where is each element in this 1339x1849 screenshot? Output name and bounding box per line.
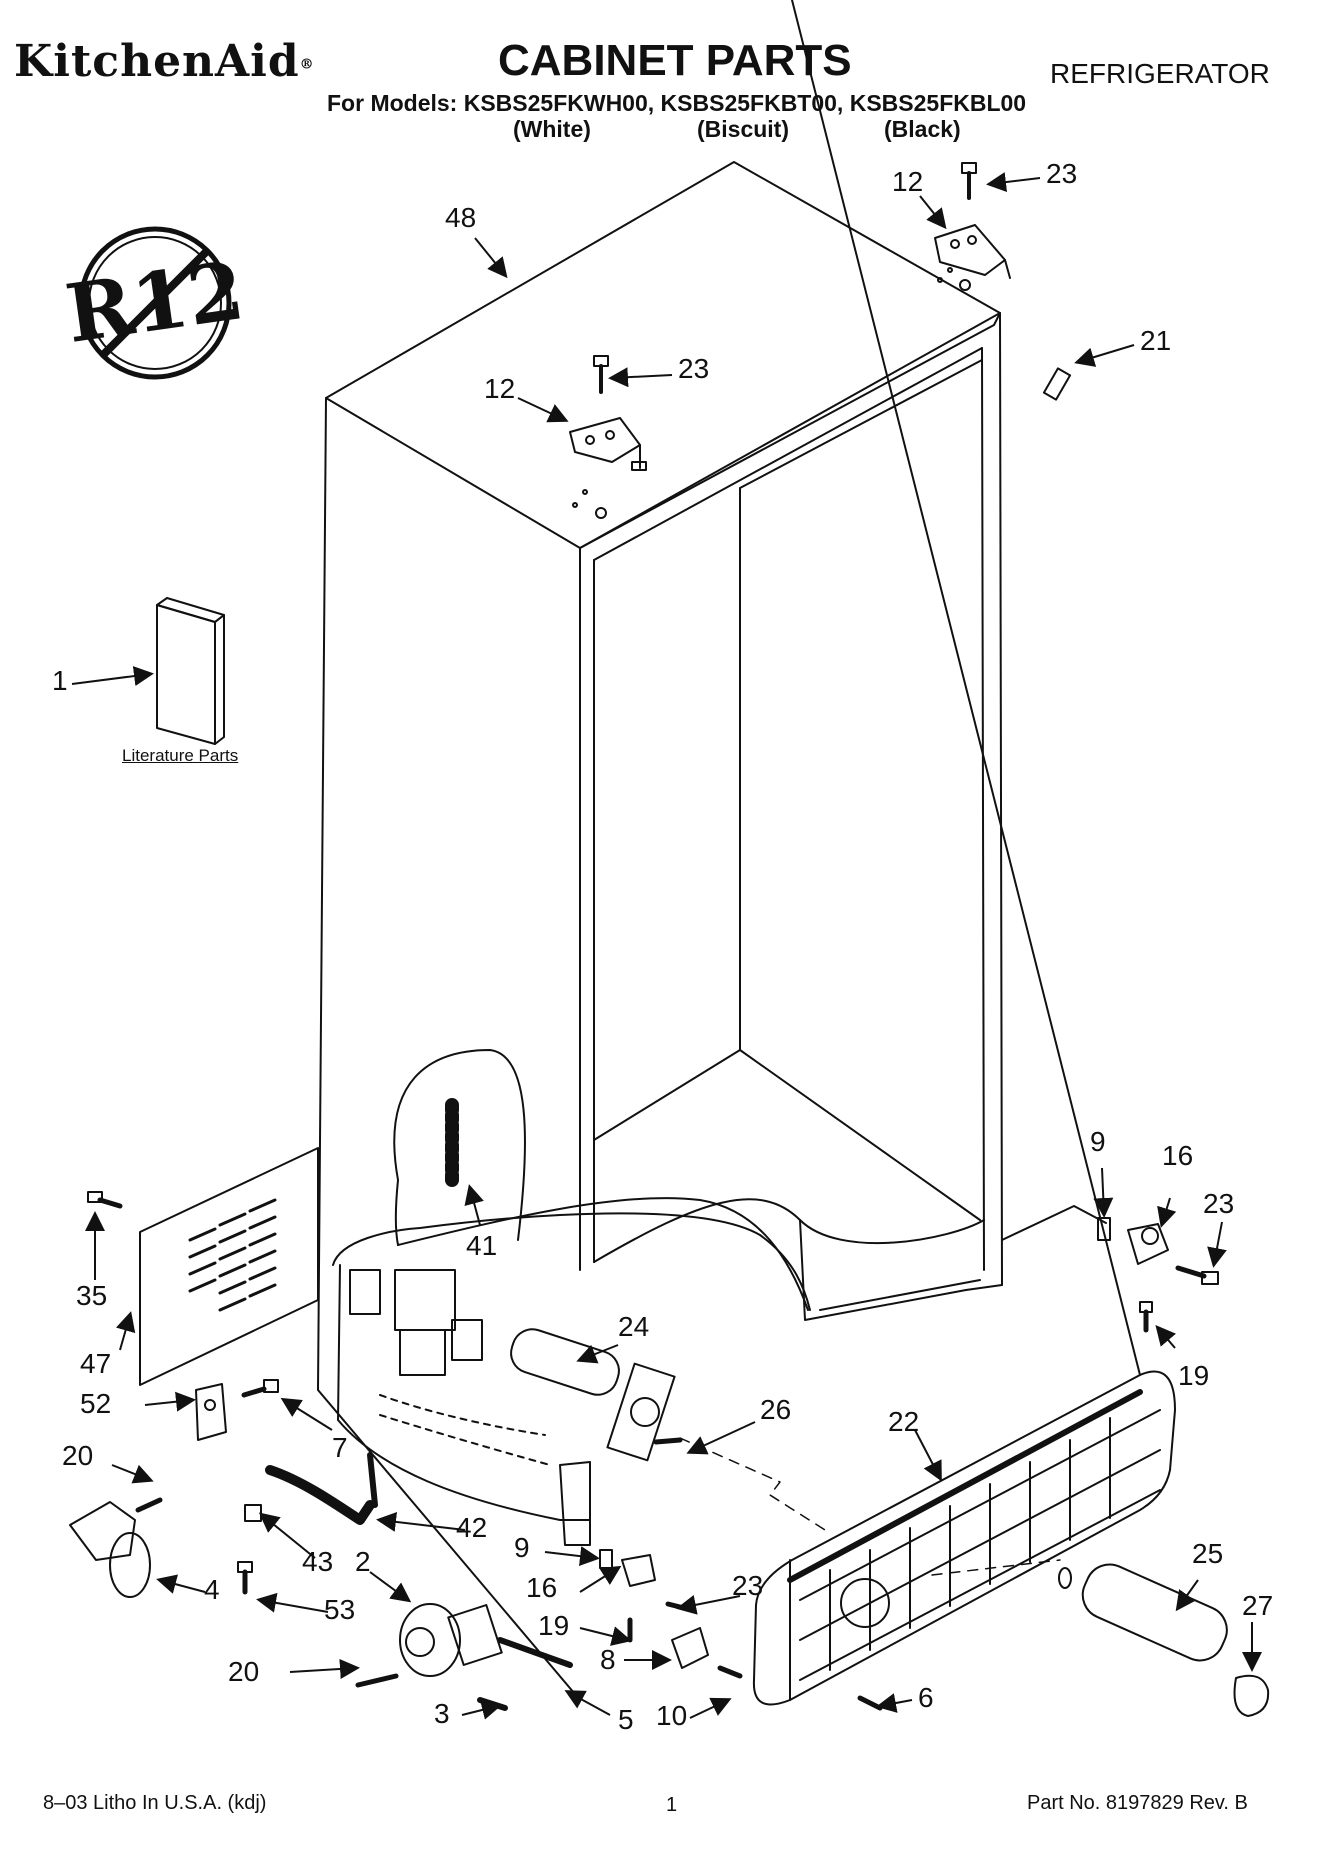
callout-16-lower: 16 [526,1572,558,1603]
callout-23-left: 23 [678,353,710,384]
callout-53: 53 [324,1594,356,1625]
screw-53 [237,1561,253,1595]
callout-9-right: 9 [1090,1126,1106,1157]
back-panel-47 [139,1147,319,1386]
callout-7: 7 [332,1432,348,1463]
callout-19-lower: 19 [538,1610,570,1641]
footer-print-info: 8–03 Litho In U.S.A. (kdj) [43,1792,267,1814]
callout-20-top: 20 [62,1440,94,1471]
plug-21 [1042,367,1072,401]
footer-page-number: 1 [666,1794,678,1816]
page-title: CABINET PARTS [498,36,852,85]
literature-parts-label: Literature Parts [122,746,239,765]
callout-27: 27 [1242,1590,1274,1621]
callout-1: 1 [52,665,68,696]
callout-3: 3 [434,1698,450,1729]
brand-name: KitchenAid [14,36,300,87]
bracket-52 [195,1379,279,1441]
callout-47: 47 [80,1348,112,1379]
screw-35 [87,1191,123,1209]
callout-22: 22 [888,1406,920,1437]
variant-black: (Black) [884,116,961,142]
callout-20-lower: 20 [228,1656,260,1687]
hinge-screw-top [593,162,977,394]
callout-19-right: 19 [1178,1360,1210,1391]
callout-6: 6 [918,1682,934,1713]
callout-25: 25 [1192,1538,1224,1569]
callout-52: 52 [80,1388,112,1419]
no-r12-icon: R12 [60,226,249,380]
roller-assembly-4 [69,1497,163,1598]
callout-23-lower: 23 [732,1570,764,1601]
guide-lines [679,1437,1061,1576]
literature-book [156,597,225,745]
variant-white: (White) [513,116,591,142]
callout-26: 26 [760,1394,792,1425]
callout-8: 8 [600,1644,616,1675]
callout-23-top: 23 [1046,158,1078,189]
callout-42: 42 [456,1512,488,1543]
callout-24: 24 [618,1311,650,1342]
models-line: For Models: KSBS25FKWH00, KSBS25FKBT00, … [327,90,1027,116]
machine-compartment [332,1212,811,1546]
callout-2: 2 [355,1546,371,1577]
cabinet-shell [317,161,1003,1701]
front-grille-22 [752,0,1176,1706]
callout-5: 5 [618,1704,634,1735]
callout-16-right: 16 [1162,1140,1194,1171]
callout-41: 41 [466,1230,498,1261]
callout-9-lower: 9 [514,1532,530,1563]
callout-12-top: 12 [892,166,924,197]
callout-12-left: 12 [484,373,516,404]
callout-35: 35 [76,1280,108,1311]
appliance-label: REFRIGERATOR [1050,58,1270,89]
callout-23-right: 23 [1203,1188,1235,1219]
top-hinge-left [569,417,647,471]
footer-part-number: Part No. 8197829 Rev. B [1027,1792,1248,1814]
callout-10: 10 [656,1700,688,1731]
part-25-cylinder [1058,1563,1270,1717]
brand-registered-mark: ® [299,56,315,73]
variant-biscuit: (Biscuit) [697,116,789,142]
part-24-assembly [510,1328,676,1462]
top-hinge-right [934,224,1011,279]
callout-21: 21 [1140,325,1172,356]
callout-48: 48 [445,202,477,233]
callout-4: 4 [204,1574,220,1605]
brand-logo: KitchenAid® [14,36,315,87]
callout-43: 43 [302,1546,334,1577]
